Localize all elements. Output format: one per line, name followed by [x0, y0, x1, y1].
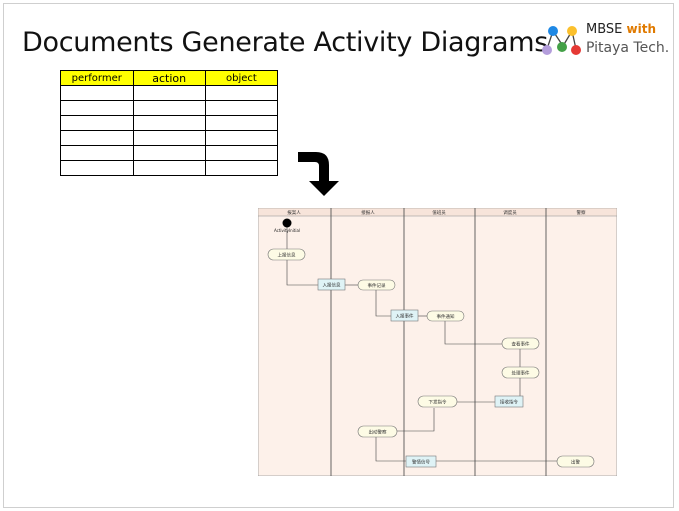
header-performer: performer — [60, 70, 134, 86]
lane-title-2: 接报人 — [361, 209, 375, 216]
logo-company: Pitaya Tech. — [586, 40, 670, 56]
action-node — [267, 248, 306, 261]
logo-with: with — [626, 22, 656, 36]
lane-header-bar — [258, 208, 617, 217]
action-node — [426, 310, 465, 322]
header-object: object — [204, 70, 279, 86]
activity-diagram: 报案人 接报人 值班员 调度员 警察 ActivityInitial — [258, 208, 617, 476]
object-node — [390, 309, 419, 322]
object-node — [494, 395, 524, 408]
lane-title-1: 报案人 — [287, 209, 301, 216]
table-header-row: performer action object — [60, 70, 279, 86]
action-label: 下发指令 — [429, 399, 447, 406]
object-label: 接收指令 — [500, 399, 518, 406]
table-row — [60, 115, 279, 131]
table-row — [60, 100, 279, 116]
table-row — [60, 145, 279, 161]
action-node — [501, 337, 540, 350]
action-label: 查看事件 — [512, 341, 530, 348]
action-node — [556, 455, 595, 468]
logo-line-1: MBSE with — [586, 22, 656, 37]
object-node — [317, 278, 346, 291]
action-label: 事件通知 — [437, 313, 455, 320]
performer-action-object-table: performer action object — [60, 70, 279, 176]
diagram-canvas — [258, 208, 617, 476]
lane-title-3: 值班员 — [432, 209, 446, 216]
action-node — [357, 279, 396, 291]
action-label: 事件记录 — [368, 282, 386, 289]
action-label: 出动警察 — [369, 429, 387, 436]
mbse-logo-icon — [542, 26, 581, 55]
table-row — [60, 130, 279, 146]
header-action: action — [132, 70, 206, 86]
table-row — [60, 160, 279, 176]
object-label: 入报信息 — [323, 282, 341, 289]
object-label: 警情信号 — [412, 459, 430, 466]
logo-brand: MBSE — [586, 22, 623, 37]
initial-node — [282, 218, 292, 228]
action-node — [357, 425, 398, 438]
action-node — [417, 395, 458, 408]
action-label: 上报信息 — [278, 252, 296, 259]
action-label: 处理事件 — [512, 370, 530, 377]
lane-title-4: 调度员 — [503, 209, 517, 216]
initial-label: ActivityInitial — [274, 228, 300, 233]
object-node — [405, 455, 437, 468]
lane-title-5: 警察 — [577, 209, 586, 216]
curved-down-arrow-icon — [298, 152, 339, 196]
table-row — [60, 85, 279, 101]
action-node — [501, 366, 540, 379]
slide-title: Documents Generate Activity Diagrams — [22, 27, 548, 58]
control-flows — [286, 227, 557, 462]
object-label: 入报事件 — [396, 313, 414, 320]
action-label: 出警 — [571, 459, 580, 466]
